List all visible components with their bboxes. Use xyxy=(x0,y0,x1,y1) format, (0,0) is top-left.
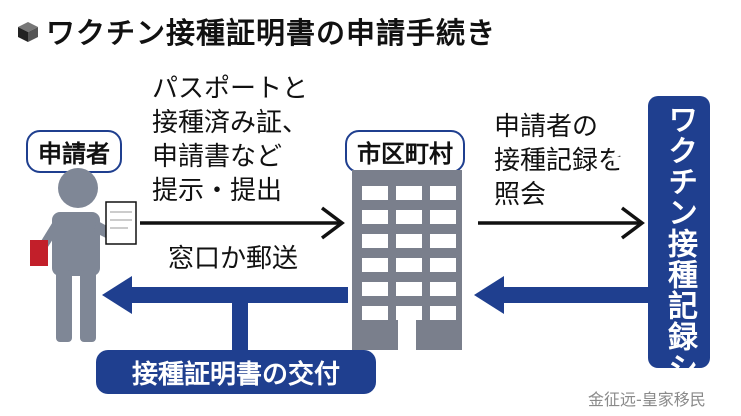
inquiry-line: 照会 xyxy=(494,180,547,210)
building-window xyxy=(430,306,456,320)
building-window xyxy=(396,282,422,296)
vaccine-record-system-box xyxy=(648,96,710,368)
vaccine-record-system-label: ワクチン接種記録システム xyxy=(600,104,697,414)
building-window xyxy=(430,258,456,272)
building-windows xyxy=(362,186,456,320)
passport-icon xyxy=(30,240,48,266)
submission-text: パスポートと 接種済み証、 申請書など 提示・提出 xyxy=(152,72,308,208)
submission-line: 提示・提出 xyxy=(152,176,283,206)
certificate-issuance-label: 接種証明書の交付 xyxy=(131,359,340,390)
building-window xyxy=(362,282,388,296)
return-arrow-system-to-municipality xyxy=(474,276,648,314)
channel-label: 窓口か郵送 xyxy=(168,244,299,274)
submission-line: 申請書など xyxy=(152,142,283,172)
inquiry-text: 申請者の 接種記録を 照会 xyxy=(494,110,624,212)
building-window xyxy=(362,186,388,200)
building-window xyxy=(362,258,388,272)
submit-arrow xyxy=(140,206,345,240)
building-window xyxy=(396,306,422,320)
building-window xyxy=(362,210,388,224)
diagram-title: ワクチン接種証明書の申請手続き xyxy=(46,16,497,50)
submission-line: 接種済み証、 xyxy=(152,108,309,138)
cube-bullet-icon xyxy=(18,22,38,42)
inquiry-arrow xyxy=(478,206,645,240)
inquiry-line: 申請者の xyxy=(494,112,599,142)
building-window xyxy=(362,234,388,248)
building-window xyxy=(396,258,422,272)
building-window xyxy=(396,186,422,200)
applicant-pill: 申請者 xyxy=(26,130,122,173)
building-window xyxy=(396,234,422,248)
certificate-issuance-banner xyxy=(96,350,376,394)
building-window xyxy=(430,282,456,296)
building-window xyxy=(430,186,456,200)
inquiry-line: 接種記録を xyxy=(494,146,625,176)
submission-line: パスポートと xyxy=(152,74,309,104)
person-icon xyxy=(38,168,118,342)
building-window xyxy=(362,306,388,320)
building-window xyxy=(396,210,422,224)
building-window xyxy=(430,234,456,248)
watermark-text: 金征远-皇家移民 xyxy=(588,390,706,409)
municipality-pill: 市区町村 xyxy=(345,130,465,173)
building-window xyxy=(430,210,456,224)
return-arrow-municipality-to-applicant xyxy=(102,276,348,355)
paper-document-icon xyxy=(105,201,137,245)
